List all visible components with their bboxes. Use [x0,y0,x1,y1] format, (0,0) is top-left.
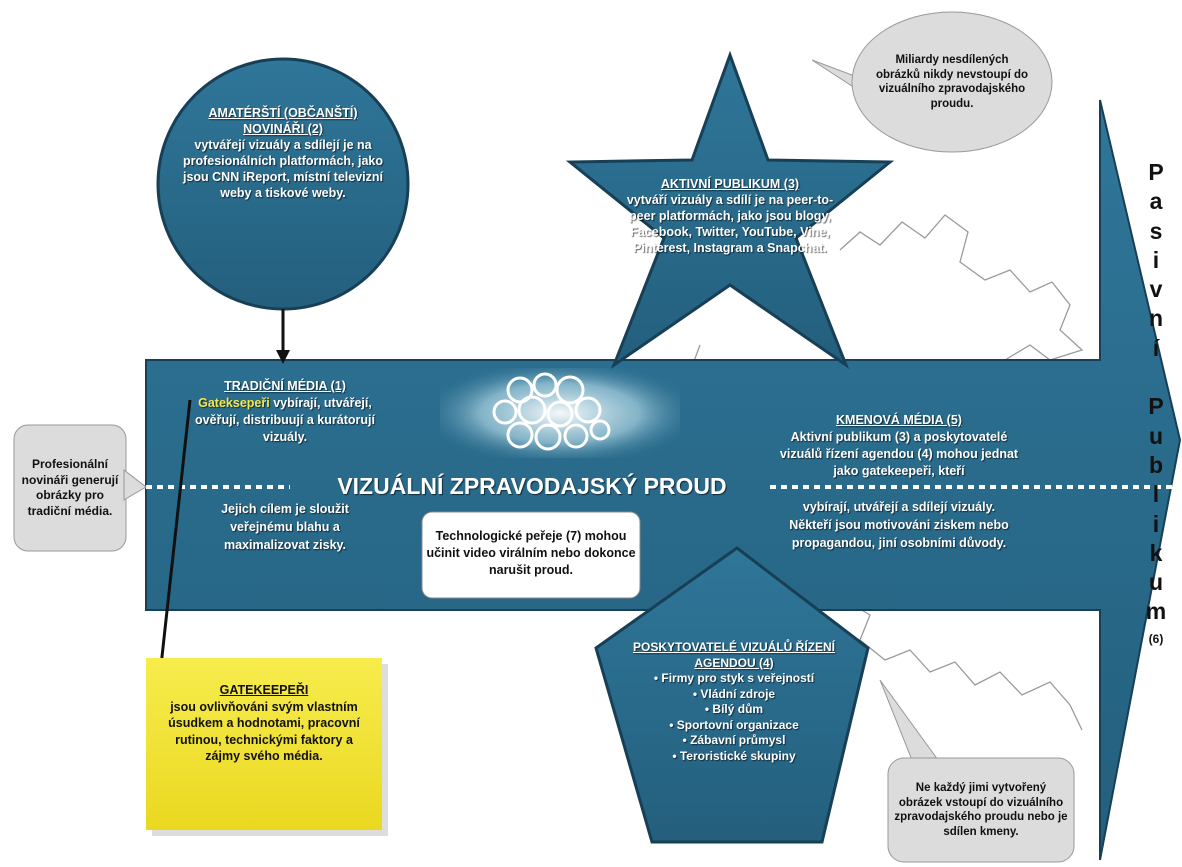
active-audience-star [565,50,895,370]
passive-audience-number: (6) [1148,631,1164,646]
amateur-body: vytvářejí vizuály a sdílejí je na profes… [182,138,384,200]
provider-item: • Firmy pro styk s veřejností [653,671,815,685]
active-audience-title: AKTIVNÍ PUBLIKUM (3) [660,177,800,191]
provider-item: • Vládní zdroje [692,686,776,701]
gatekeepers-note-title: GATEKEEPEŘI [219,683,309,697]
tech-rapids-box [421,511,641,599]
bubble-burst-image [440,368,680,458]
traditional-text: TRADIČNÍ MÉDIA (1) Gateksepeři vybírají,… [180,378,390,446]
traditional-goal: Jejich cílem je sloužit veřejnému blahu … [221,502,349,552]
stream-arrow [145,99,1182,861]
tribal-body-top: Aktivní publikum (3) a poskytovatelé viz… [779,430,1019,478]
bubble-left [13,424,147,552]
providers-text: POSKYTOVATELÉ VIZUÁLŮ ŘÍZENÍ AGENDOU (4)… [620,640,848,764]
traditional-body: vybírají, utvářejí, ověřují, distribuují… [195,396,375,444]
traditional-title: TRADIČNÍ MÉDIA (1) [224,379,346,393]
tech-rapids-text: Technologické peřeje (7) mohou učinit vi… [426,529,636,577]
passive-audience-label: P a s i v n í P u b l i k u m (6) [1134,158,1178,651]
gatekeepers-arrow-line [158,399,192,676]
providers-title: POSKYTOVATELÉ VIZUÁLŮ ŘÍZENÍ AGENDOU (4) [632,640,835,670]
gatekeepers-note-body: jsou ovlivňováni svým vlastním úsudkem a… [168,699,360,764]
gatekeepers-note-text: GATEKEEPEŘI jsou ovlivňováni svým vlastn… [158,682,370,765]
amateur-text: AMATÉRŠTÍ (OBČANŠTÍ) NOVINÁŘI (2) vytvář… [178,105,388,201]
provider-item: • Sportovní organizace [669,717,799,732]
amateur-title: AMATÉRŠTÍ (OBČANŠTÍ) NOVINÁŘI (2) [208,106,358,136]
gatekeepers-note [146,658,382,830]
tribal-title: KMENOVÁ MÉDIA (5) [836,413,962,427]
tribal-text-bottom: vybírají, utvářejí a sdílejí vizuály. Ně… [789,500,1009,550]
traditional-highlight: Gateksepeři [198,396,270,410]
provider-item: • Bílý dům [704,702,764,716]
amateur-arrow-head [276,350,290,364]
active-audience-text: AKTIVNÍ PUBLIKUM (3) vytváří vizuály a s… [614,176,846,256]
stream-title: VIZUÁLNÍ ZPRAVODAJSKÝ PROUD [337,473,727,499]
provider-item: • Zábavní průmysl [682,733,786,747]
tribal-text-top: KMENOVÁ MÉDIA (5) Aktivní publikum (3) a… [776,412,1022,480]
providers-pentagon [594,546,870,844]
bubble-top-right [811,11,1053,153]
bubble-left-text: Profesionální novináři generují obrázky … [21,457,119,518]
bubble-bottom-right [879,679,1075,863]
active-audience-body: vytváří vizuály a sdílí je na peer-to-pe… [626,193,834,255]
bubble-bottom-right-text: Ne každý jimi vytvořený obrázek vstoupí … [894,782,1068,838]
bubble-top-right-text: Miliardy nesdílených obrázků nikdy nevst… [875,54,1029,110]
provider-item: • Teroristické skupiny [672,748,796,763]
